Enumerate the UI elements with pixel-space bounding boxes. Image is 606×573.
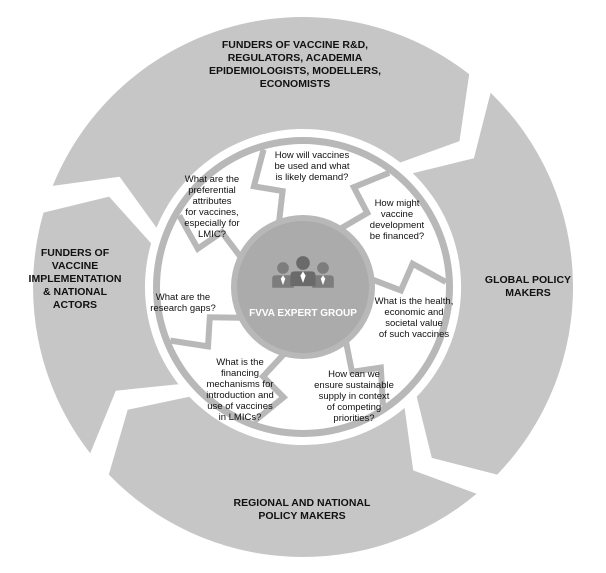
q-financing-mech-line: use of vaccines xyxy=(207,401,273,412)
outer-segment-left xyxy=(33,196,179,454)
outer-bottom-line: POLICY MAKERS xyxy=(258,510,345,522)
q-value-line: societal value xyxy=(385,318,443,329)
q-financing-mech-line: mechanisms for xyxy=(206,379,273,390)
outer-top-line: ECONOMISTS xyxy=(260,78,331,90)
outer-left-line: & NATIONAL xyxy=(43,286,108,298)
q-supply-line: of competing xyxy=(327,402,381,413)
q-demand-line: How will vaccines xyxy=(275,150,350,161)
q-value-line: What is the health, xyxy=(375,296,454,307)
q-attributes-line: preferential xyxy=(188,185,236,196)
q-financing-mech-line: What is the xyxy=(216,357,264,368)
outer-top-line: EPIDEMIOLOGISTS, MODELLERS, xyxy=(209,65,381,77)
q-attributes-line: for vaccines, xyxy=(185,207,238,218)
outer-label-top: FUNDERS OF VACCINE R&D,REGULATORS, ACADE… xyxy=(209,39,381,90)
center-label: FVVA EXPERT GROUP xyxy=(249,308,357,319)
q-demand-line: be used and what xyxy=(274,161,349,172)
inner-divider xyxy=(176,214,243,259)
q-gaps-line: What are the xyxy=(156,292,210,303)
q-gaps-line: research gaps? xyxy=(150,303,215,314)
q-value-line: of such vaccines xyxy=(379,329,449,340)
q-financing-mech-line: introduction and xyxy=(206,390,274,401)
q-attributes-line: What are the xyxy=(185,174,239,185)
center-disc xyxy=(237,221,369,353)
outer-left-line: ACTORS xyxy=(53,299,97,311)
outer-bottom-line: REGIONAL AND NATIONAL xyxy=(234,497,371,509)
outer-top-line: FUNDERS OF VACCINE R&D, xyxy=(222,39,368,51)
inner-divider xyxy=(371,259,448,295)
q-attributes-line: LMIC? xyxy=(198,229,226,240)
outer-segment-right xyxy=(412,92,574,475)
inner-divider xyxy=(343,341,386,406)
outer-left-line: IMPLEMENTATION xyxy=(29,273,122,285)
outer-ring xyxy=(33,17,574,558)
q-financing-mech-line: financing xyxy=(221,368,259,379)
q-supply-line: How can we xyxy=(328,369,380,380)
q-financing-mech-line: in LMICs? xyxy=(219,412,262,423)
q-attributes-line: attributes xyxy=(192,196,231,207)
outer-top-line: REGULATORS, ACADEMIA xyxy=(228,52,363,64)
q-financed-line: development xyxy=(370,220,425,231)
outer-right-line: MAKERS xyxy=(505,287,551,299)
q-supply-line: supply in context xyxy=(319,391,390,402)
outer-left-line: FUNDERS OF xyxy=(41,247,110,259)
people-group-icon xyxy=(272,256,334,288)
inner-divider xyxy=(169,314,241,350)
q-financed-line: vaccine xyxy=(381,209,413,220)
outer-right-line: GLOBAL POLICY xyxy=(485,274,571,286)
outer-left-line: VACCINE xyxy=(52,260,98,272)
inner-divider xyxy=(339,170,391,231)
q-supply-line: priorities? xyxy=(333,413,374,424)
q-demand-line: is likely demand? xyxy=(276,172,349,183)
q-supply-line: ensure sustainable xyxy=(314,380,394,391)
q-financed-line: How might xyxy=(375,198,420,209)
inner-divider xyxy=(252,352,289,424)
q-attributes-line: especially for xyxy=(184,218,239,229)
q-financed-line: be financed? xyxy=(370,231,424,242)
outer-segment-bottom xyxy=(108,396,477,558)
inner-divider xyxy=(250,148,286,222)
outer-segment-top xyxy=(52,17,470,228)
q-value-line: economic and xyxy=(384,307,443,318)
